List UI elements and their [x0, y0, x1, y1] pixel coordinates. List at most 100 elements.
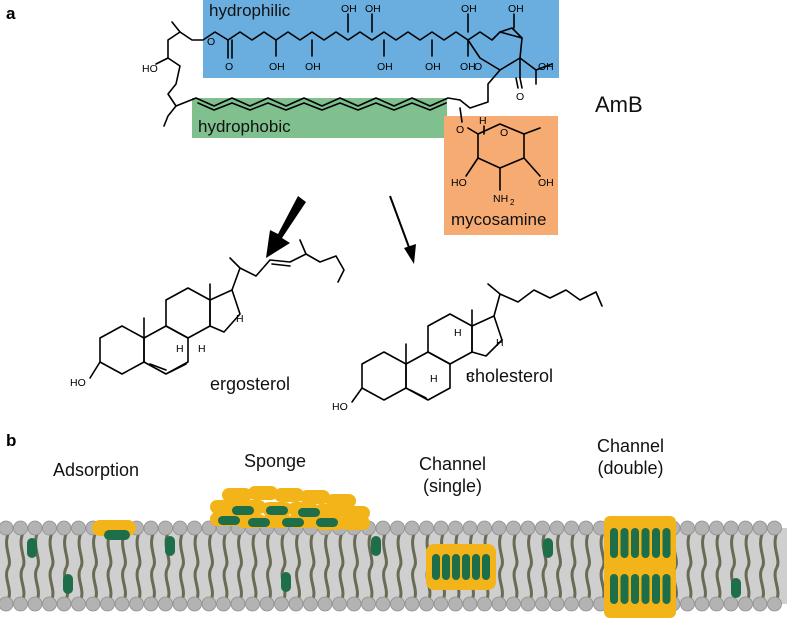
svg-text:OH: OH	[305, 61, 321, 73]
lipid-head-bottom	[738, 596, 753, 612]
cholesterol-structure: HO H H H H	[332, 283, 603, 413]
lipid-head-bottom	[317, 596, 333, 612]
lipid-head-bottom	[100, 596, 115, 612]
lipid-head-bottom	[346, 596, 362, 612]
amb-sponge-aggregate	[274, 488, 304, 502]
lipid-head-bottom	[506, 596, 521, 612]
lipid-head-bottom	[71, 596, 86, 612]
sterol-in-membrane	[63, 574, 73, 594]
lipid-head-bottom	[42, 596, 57, 612]
lipid-head-top	[578, 520, 594, 536]
sterol-in-sponge	[316, 518, 338, 527]
sterol-channel-double-top	[641, 528, 650, 558]
lipid-head-top	[0, 520, 14, 536]
lipid-head-top	[201, 520, 217, 536]
lipid-head-top	[680, 520, 695, 536]
sterol-in-membrane	[731, 578, 741, 598]
svg-text:O: O	[456, 124, 464, 136]
sterol-channel-double-bottom	[652, 574, 660, 604]
arrow-to-cholesterol	[389, 195, 411, 251]
svg-text:OH: OH	[377, 61, 393, 73]
amb-sponge-aggregate	[300, 490, 330, 504]
svg-text:OH: OH	[538, 61, 554, 73]
lipid-head-bottom	[85, 596, 101, 612]
lipid-head-top	[752, 520, 768, 536]
svg-text:H: H	[430, 373, 438, 385]
lipid-head-bottom	[187, 596, 202, 612]
lipid-head-bottom	[245, 596, 260, 612]
lipid-head-bottom	[13, 596, 28, 612]
lipid-head-bottom	[448, 596, 463, 612]
lipid-head-top	[462, 520, 478, 536]
lipid-head-bottom	[158, 596, 173, 612]
lipid-head-bottom	[491, 596, 507, 612]
sterol-in-membrane	[543, 538, 553, 558]
amb-label: AmB	[595, 92, 643, 117]
sterol-in-sponge	[282, 518, 304, 527]
sterol-channel-double-top	[652, 528, 660, 558]
svg-text:OH: OH	[425, 61, 441, 73]
sterol-channel-single	[462, 554, 470, 580]
ergosterol-label: ergosterol	[210, 374, 291, 394]
lipid-head-top	[520, 520, 536, 536]
hydrophilic-region	[203, 0, 559, 78]
sterol-channel-double-top	[610, 528, 618, 558]
sterol-channel-double-bottom	[631, 574, 639, 604]
svg-text:OH: OH	[365, 3, 381, 15]
svg-text:OH: OH	[460, 61, 476, 73]
lipid-head-bottom	[143, 596, 159, 612]
hydrophobic-label: hydrophobic	[198, 117, 291, 136]
svg-text:H: H	[176, 343, 184, 355]
svg-text:H: H	[496, 337, 504, 349]
lipid-head-top	[738, 520, 753, 536]
cholesterol-label: cholesterol	[466, 366, 554, 386]
lipid-head-top	[564, 520, 579, 536]
lipid-head-bottom	[56, 596, 72, 612]
lipid-head-bottom	[375, 596, 391, 612]
sterol-channel-double-bottom	[662, 574, 671, 604]
sterol-channel-double-top	[620, 528, 629, 558]
svg-text:HO: HO	[451, 177, 467, 189]
arrow-to-ergosterol	[266, 196, 306, 258]
lipid-head-top	[723, 520, 739, 536]
lipid-head-bottom	[767, 596, 782, 612]
svg-text:HO: HO	[70, 377, 86, 389]
carbonyl-o: O	[225, 61, 233, 73]
sterol-in-sponge	[232, 506, 254, 515]
lipid-head-bottom	[462, 596, 478, 612]
amb-sponge-aggregate	[248, 486, 278, 500]
lipid-head-top	[158, 520, 173, 536]
lipid-head-bottom	[564, 596, 579, 612]
lipid-head-top	[143, 520, 159, 536]
sterol-in-membrane	[165, 536, 175, 556]
lipid-head-top	[13, 520, 28, 536]
sterol-in-sponge	[298, 508, 320, 517]
svg-text:HO: HO	[332, 401, 348, 413]
panel-b-letter: b	[6, 431, 17, 450]
hydrophilic-label: hydrophilic	[209, 1, 291, 20]
svg-text:O: O	[474, 61, 482, 73]
lipid-head-bottom	[361, 596, 376, 612]
lipid-head-bottom	[694, 596, 710, 612]
lipid-head-top	[549, 520, 565, 536]
svg-text:NH: NH	[493, 193, 508, 205]
lipid-head-bottom	[288, 596, 304, 612]
sterol-channel-single	[472, 554, 480, 580]
sterol-channel-double-bottom	[641, 574, 650, 604]
lipid-head-bottom	[259, 596, 275, 612]
lipid-head-bottom	[172, 596, 188, 612]
lipid-head-bottom	[520, 596, 536, 612]
lipid-head-bottom	[274, 596, 289, 612]
lipid-head-bottom	[230, 596, 246, 612]
svg-text:H: H	[466, 371, 474, 383]
sterol-channel-double-bottom	[610, 574, 618, 604]
lipid-head-top	[535, 520, 550, 536]
lipid-head-bottom	[303, 596, 318, 612]
sterol-channel-single	[442, 554, 450, 580]
mode-title-adsorption: Adsorption	[53, 460, 140, 480]
lipid-head-bottom	[129, 596, 144, 612]
lipid-head-top	[390, 520, 405, 536]
lipid-head-bottom	[114, 596, 130, 612]
lipid-head-bottom	[723, 596, 739, 612]
